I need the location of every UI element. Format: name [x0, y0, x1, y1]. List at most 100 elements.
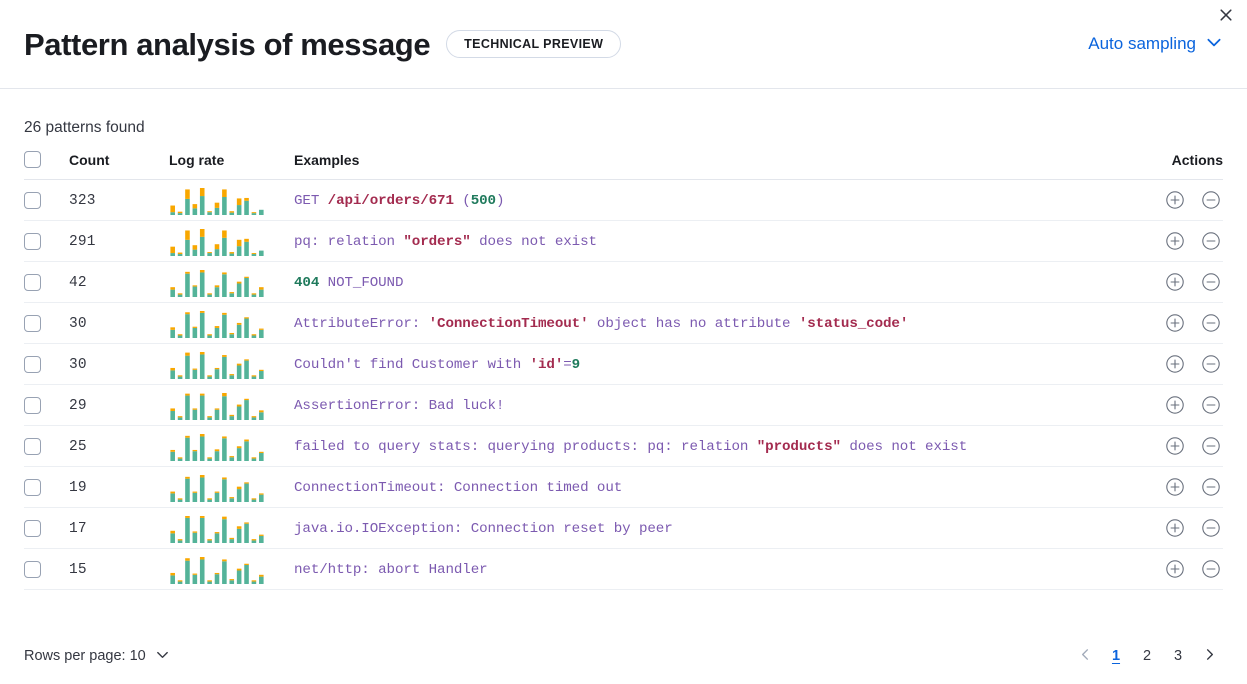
- filter-out-value-button[interactable]: [1201, 313, 1221, 333]
- row-select-cell: [24, 302, 69, 345]
- log-rate-sparkline: [169, 431, 294, 462]
- filter-out-value-button[interactable]: [1201, 190, 1221, 210]
- filter-for-value-button[interactable]: [1165, 190, 1185, 210]
- filter-out-value-button[interactable]: [1201, 354, 1221, 374]
- row-checkbox[interactable]: [24, 560, 41, 578]
- table-row[interactable]: 42 404 NOT_FOUND: [24, 261, 1223, 304]
- pagination-page-1[interactable]: 1: [1111, 648, 1121, 664]
- pagination-page-2[interactable]: 2: [1142, 648, 1152, 664]
- count-value: 30: [69, 316, 87, 333]
- table-row[interactable]: 17 java.io.IOException: Connection reset …: [24, 507, 1223, 550]
- actions-cell: [1113, 466, 1223, 509]
- rows-per-page-selector[interactable]: Rows per page: 10: [24, 647, 170, 666]
- row-select-cell: [24, 343, 69, 386]
- table-row[interactable]: 25 failed to query stats: querying produc…: [24, 425, 1223, 468]
- table-footer: Rows per page: 10 1 2 3: [0, 628, 1247, 684]
- filter-out-value-button[interactable]: [1201, 231, 1221, 251]
- row-select-cell: [24, 466, 69, 509]
- row-select-cell: [24, 384, 69, 427]
- chevron-down-icon: [1205, 33, 1223, 56]
- log-rate-cell: [169, 343, 294, 386]
- filter-for-value-button[interactable]: [1165, 354, 1185, 374]
- flyout-header: Pattern analysis of message TECHNICAL PR…: [0, 0, 1247, 89]
- table-row[interactable]: 291 pq: relation "orders" does not exist: [24, 220, 1223, 263]
- count-cell: 19: [69, 466, 169, 509]
- filter-out-value-button[interactable]: [1201, 518, 1221, 538]
- row-checkbox[interactable]: [24, 478, 41, 496]
- log-rate-cell: [169, 261, 294, 304]
- table-row[interactable]: 29 AssertionError: Bad luck!: [24, 384, 1223, 427]
- pagination-page-3[interactable]: 3: [1173, 648, 1183, 664]
- row-checkbox[interactable]: [24, 273, 41, 291]
- filter-for-value-button[interactable]: [1165, 231, 1185, 251]
- row-checkbox[interactable]: [24, 314, 41, 332]
- close-icon: [1219, 8, 1233, 27]
- actions-cell: [1113, 261, 1223, 304]
- count-header[interactable]: Count: [69, 151, 169, 181]
- table-row[interactable]: 30 AttributeError: 'ConnectionTimeout' ob…: [24, 302, 1223, 345]
- example-text: GET /api/orders/671 (500): [294, 193, 505, 210]
- example-cell: java.io.IOException: Connection reset by…: [294, 507, 1113, 550]
- count-value: 291: [69, 234, 96, 251]
- examples-header[interactable]: Examples: [294, 151, 1113, 181]
- row-checkbox[interactable]: [24, 355, 41, 373]
- example-text: failed to query stats: querying products…: [294, 439, 968, 456]
- filter-out-value-button[interactable]: [1201, 395, 1221, 415]
- count-cell: 30: [69, 343, 169, 386]
- filter-out-value-button[interactable]: [1201, 436, 1221, 456]
- pagination-previous[interactable]: [1071, 642, 1099, 670]
- table-header-row: Count Log rate Examples Actions: [24, 151, 1223, 181]
- filter-for-value-button[interactable]: [1165, 436, 1185, 456]
- row-checkbox[interactable]: [24, 191, 41, 209]
- actions-cell: [1113, 179, 1223, 222]
- chevron-left-icon: [1078, 647, 1093, 666]
- filter-out-value-button[interactable]: [1201, 559, 1221, 579]
- count-value: 42: [69, 275, 87, 292]
- rows-per-page-label: Rows per page: 10: [24, 648, 146, 664]
- row-select-cell: [24, 261, 69, 304]
- close-button[interactable]: [1213, 4, 1239, 30]
- filter-for-value-button[interactable]: [1165, 559, 1185, 579]
- actions-cell: [1113, 302, 1223, 345]
- filter-for-value-button[interactable]: [1165, 395, 1185, 415]
- example-cell: pq: relation "orders" does not exist: [294, 220, 1113, 263]
- count-cell: 25: [69, 425, 169, 468]
- log-rate-cell: [169, 220, 294, 263]
- row-checkbox[interactable]: [24, 396, 41, 414]
- chevron-right-icon: [1202, 647, 1217, 666]
- count-value: 17: [69, 521, 87, 538]
- filter-for-value-button[interactable]: [1165, 272, 1185, 292]
- filter-for-value-button[interactable]: [1165, 477, 1185, 497]
- actions-cell: [1113, 507, 1223, 550]
- example-text: 404 NOT_FOUND: [294, 275, 404, 292]
- row-checkbox[interactable]: [24, 519, 41, 537]
- log-rate-sparkline: [169, 513, 294, 544]
- example-text: AttributeError: 'ConnectionTimeout' obje…: [294, 316, 909, 333]
- count-value: 30: [69, 357, 87, 374]
- count-cell: 42: [69, 261, 169, 304]
- pagination-next[interactable]: [1195, 642, 1223, 670]
- filter-out-value-button[interactable]: [1201, 272, 1221, 292]
- log-rate-header[interactable]: Log rate: [169, 151, 294, 181]
- log-rate-sparkline: [169, 472, 294, 503]
- filter-for-value-button[interactable]: [1165, 313, 1185, 333]
- select-all-checkbox[interactable]: [24, 151, 41, 169]
- log-rate-cell: [169, 179, 294, 222]
- filter-for-value-button[interactable]: [1165, 518, 1185, 538]
- patterns-found-count: 26 patterns found: [24, 119, 145, 136]
- filter-out-value-button[interactable]: [1201, 477, 1221, 497]
- actions-cell: [1113, 384, 1223, 427]
- example-cell: AssertionError: Bad luck!: [294, 384, 1113, 427]
- log-rate-cell: [169, 507, 294, 550]
- row-checkbox[interactable]: [24, 232, 41, 250]
- count-value: 15: [69, 562, 87, 579]
- auto-sampling-dropdown[interactable]: Auto sampling: [1088, 33, 1223, 56]
- count-value: 29: [69, 398, 87, 415]
- row-checkbox[interactable]: [24, 437, 41, 455]
